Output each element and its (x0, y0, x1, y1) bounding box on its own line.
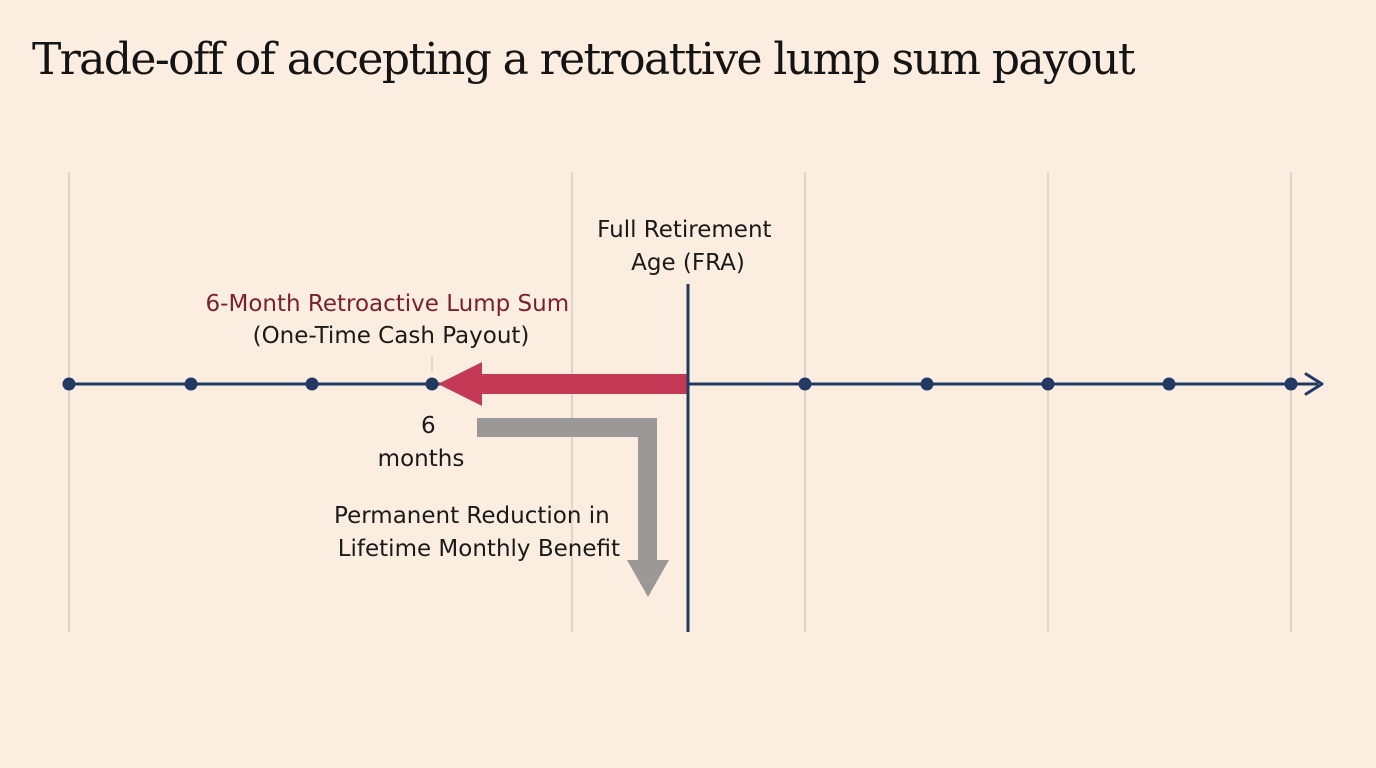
months-label-unit: months (378, 446, 465, 472)
lump-sum-arrow-shaft (482, 374, 688, 394)
lump-sum-arrowhead-icon (438, 362, 482, 406)
gridlines (68, 172, 1292, 632)
timeline-markers (62, 377, 1298, 391)
reduction-arrow-vertical (638, 418, 657, 560)
lump-sum-label-line1: 6-Month Retroactive Lump Sum (206, 291, 570, 317)
timeline-arrowhead-icon (1304, 372, 1324, 396)
reduction-label-line1: Permanent Reduction in (334, 503, 610, 529)
months-label: 6 months (378, 413, 465, 472)
timeline-marker (305, 377, 319, 391)
timeline-marker (1041, 377, 1055, 391)
timeline-marker (1162, 377, 1176, 391)
reduction-arrowhead-icon (627, 560, 669, 597)
page-title: Trade-off of accepting a retroattive lum… (32, 34, 1136, 85)
reduction-label: Permanent Reduction in Lifetime Monthly … (334, 503, 620, 562)
months-label-number: 6 (421, 413, 436, 439)
timeline-marker (798, 377, 812, 391)
timeline-marker (1284, 377, 1298, 391)
timeline-marker (920, 377, 934, 391)
lump-sum-arrow (438, 362, 688, 406)
fra-label-line1: Full Retirement (597, 217, 771, 243)
timeline-marker (184, 377, 198, 391)
reduction-label-line2: Lifetime Monthly Benefit (338, 536, 620, 562)
fra-label: Full Retirement Age (FRA) (597, 217, 779, 276)
timeline-marker-6-months (425, 377, 439, 391)
fra-label-line2: Age (FRA) (631, 250, 745, 276)
reduction-arrow (477, 418, 669, 597)
timeline-marker (62, 377, 76, 391)
reduction-arrow-horizontal (477, 418, 657, 437)
lump-sum-label-line2: (One-Time Cash Payout) (253, 323, 530, 349)
lump-sum-label: 6-Month Retroactive Lump Sum (One-Time C… (206, 291, 577, 349)
